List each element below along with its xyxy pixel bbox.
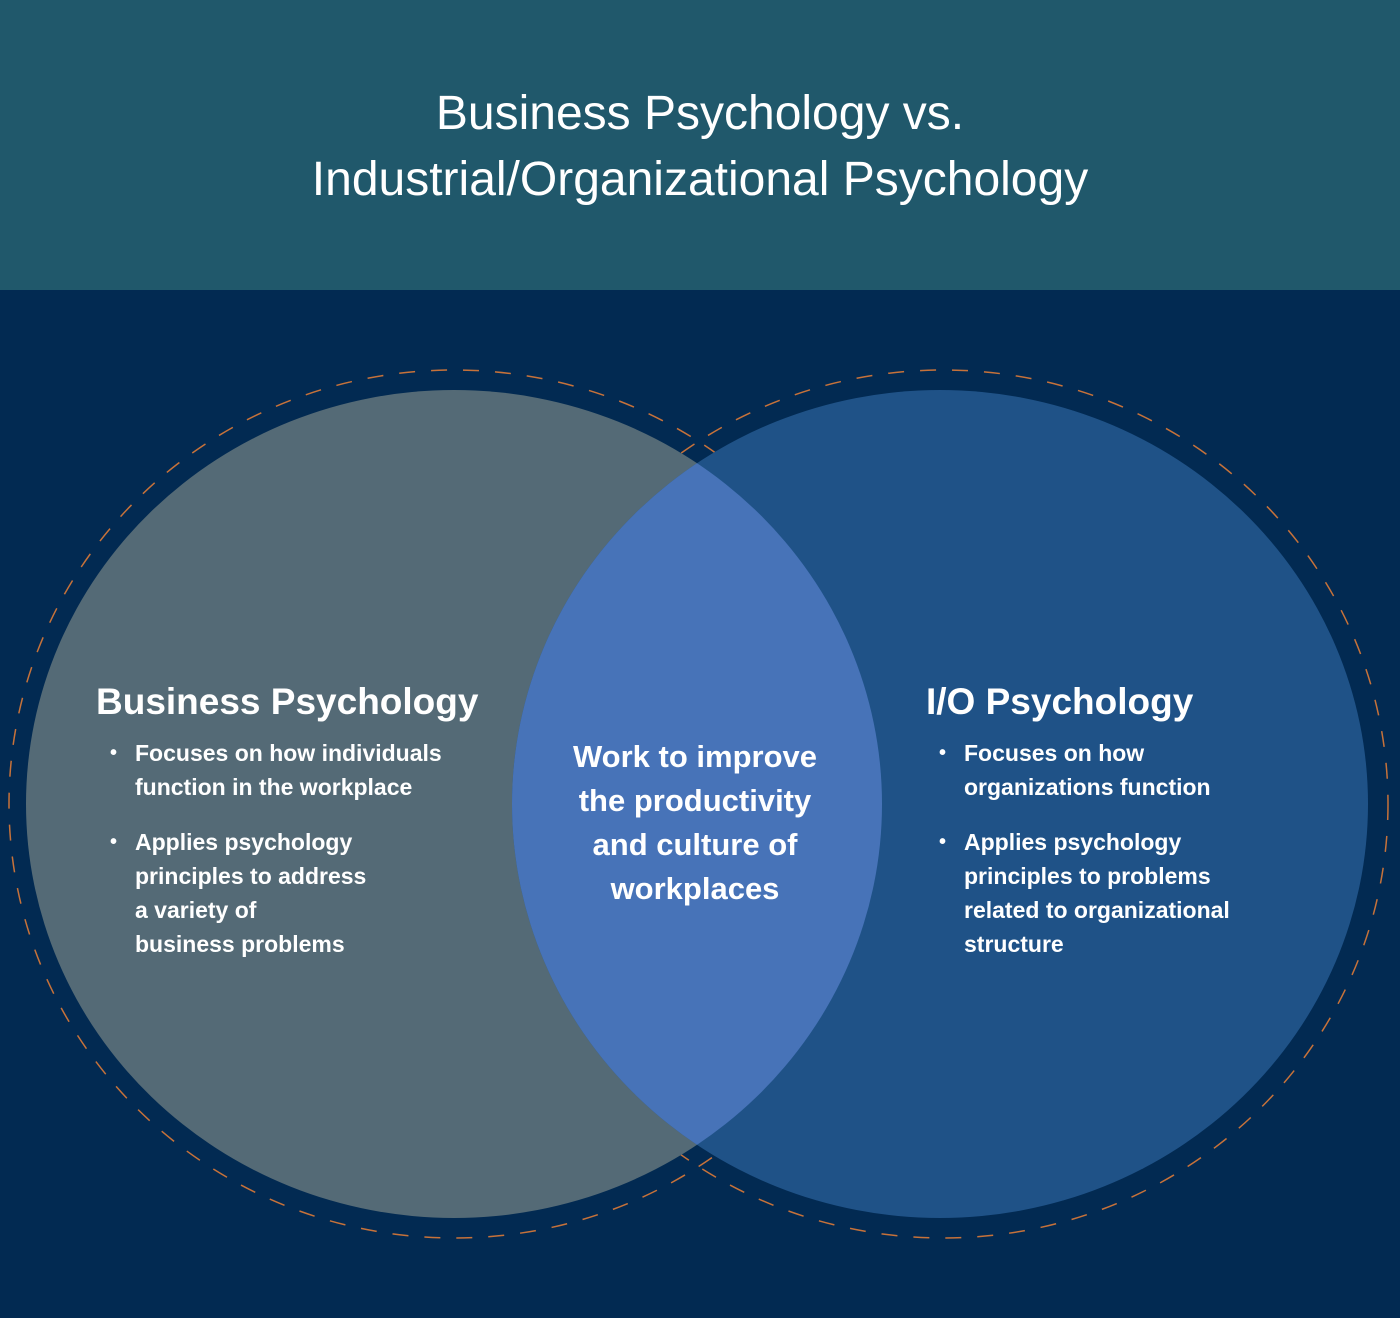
list-item: • Applies psychology principles to addre… bbox=[110, 825, 495, 961]
page-title-line-2: Industrial/Organizational Psychology bbox=[311, 153, 1089, 206]
bullet-icon: • bbox=[110, 742, 118, 764]
bullet-text-line: Applies psychology bbox=[964, 829, 1182, 855]
bullet-text-line: function in the workplace bbox=[135, 774, 413, 800]
right-circle-title: I/O Psychology bbox=[926, 681, 1194, 722]
bullet-icon: • bbox=[939, 742, 947, 764]
bullet-text-line: Focuses on how individuals bbox=[135, 740, 442, 766]
overlap-text: Work to improve the productivity and cul… bbox=[540, 735, 850, 911]
bullet-text-line: a variety of bbox=[135, 897, 257, 923]
overlap-text-line: the productivity bbox=[578, 783, 812, 818]
bullet-text-line: Applies psychology bbox=[135, 829, 353, 855]
overlap-text-line: and culture of bbox=[592, 827, 798, 862]
list-item: • Applies psychology principles to probl… bbox=[939, 825, 1304, 961]
right-bullet-list: • Focuses on how organizations function … bbox=[939, 736, 1304, 982]
left-bullet-list: • Focuses on how individuals function in… bbox=[110, 736, 495, 982]
overlap-text-line: Work to improve bbox=[572, 739, 818, 774]
header-banner: Business Psychology vs. Industrial/Organ… bbox=[0, 0, 1400, 290]
left-circle-title: Business Psychology bbox=[96, 681, 479, 722]
list-item: • Focuses on how organizations function bbox=[939, 736, 1304, 804]
bullet-text-line: organizations function bbox=[964, 774, 1211, 800]
bullet-text-line: structure bbox=[964, 931, 1064, 957]
overlap-region bbox=[512, 390, 882, 1218]
overlap-text-line: workplaces bbox=[610, 871, 780, 906]
bullet-icon: • bbox=[939, 831, 947, 853]
bullet-text-line: related to organizational bbox=[964, 897, 1230, 923]
bullet-text-line: principles to address bbox=[135, 863, 367, 889]
page-title-line-1: Business Psychology vs. bbox=[435, 87, 965, 140]
bullet-text-line: business problems bbox=[135, 931, 345, 957]
list-item: • Focuses on how individuals function in… bbox=[110, 736, 495, 804]
bullet-icon: • bbox=[110, 831, 118, 853]
bullet-text-line: principles to problems bbox=[964, 863, 1211, 889]
bullet-text-line: Focuses on how bbox=[964, 740, 1145, 766]
